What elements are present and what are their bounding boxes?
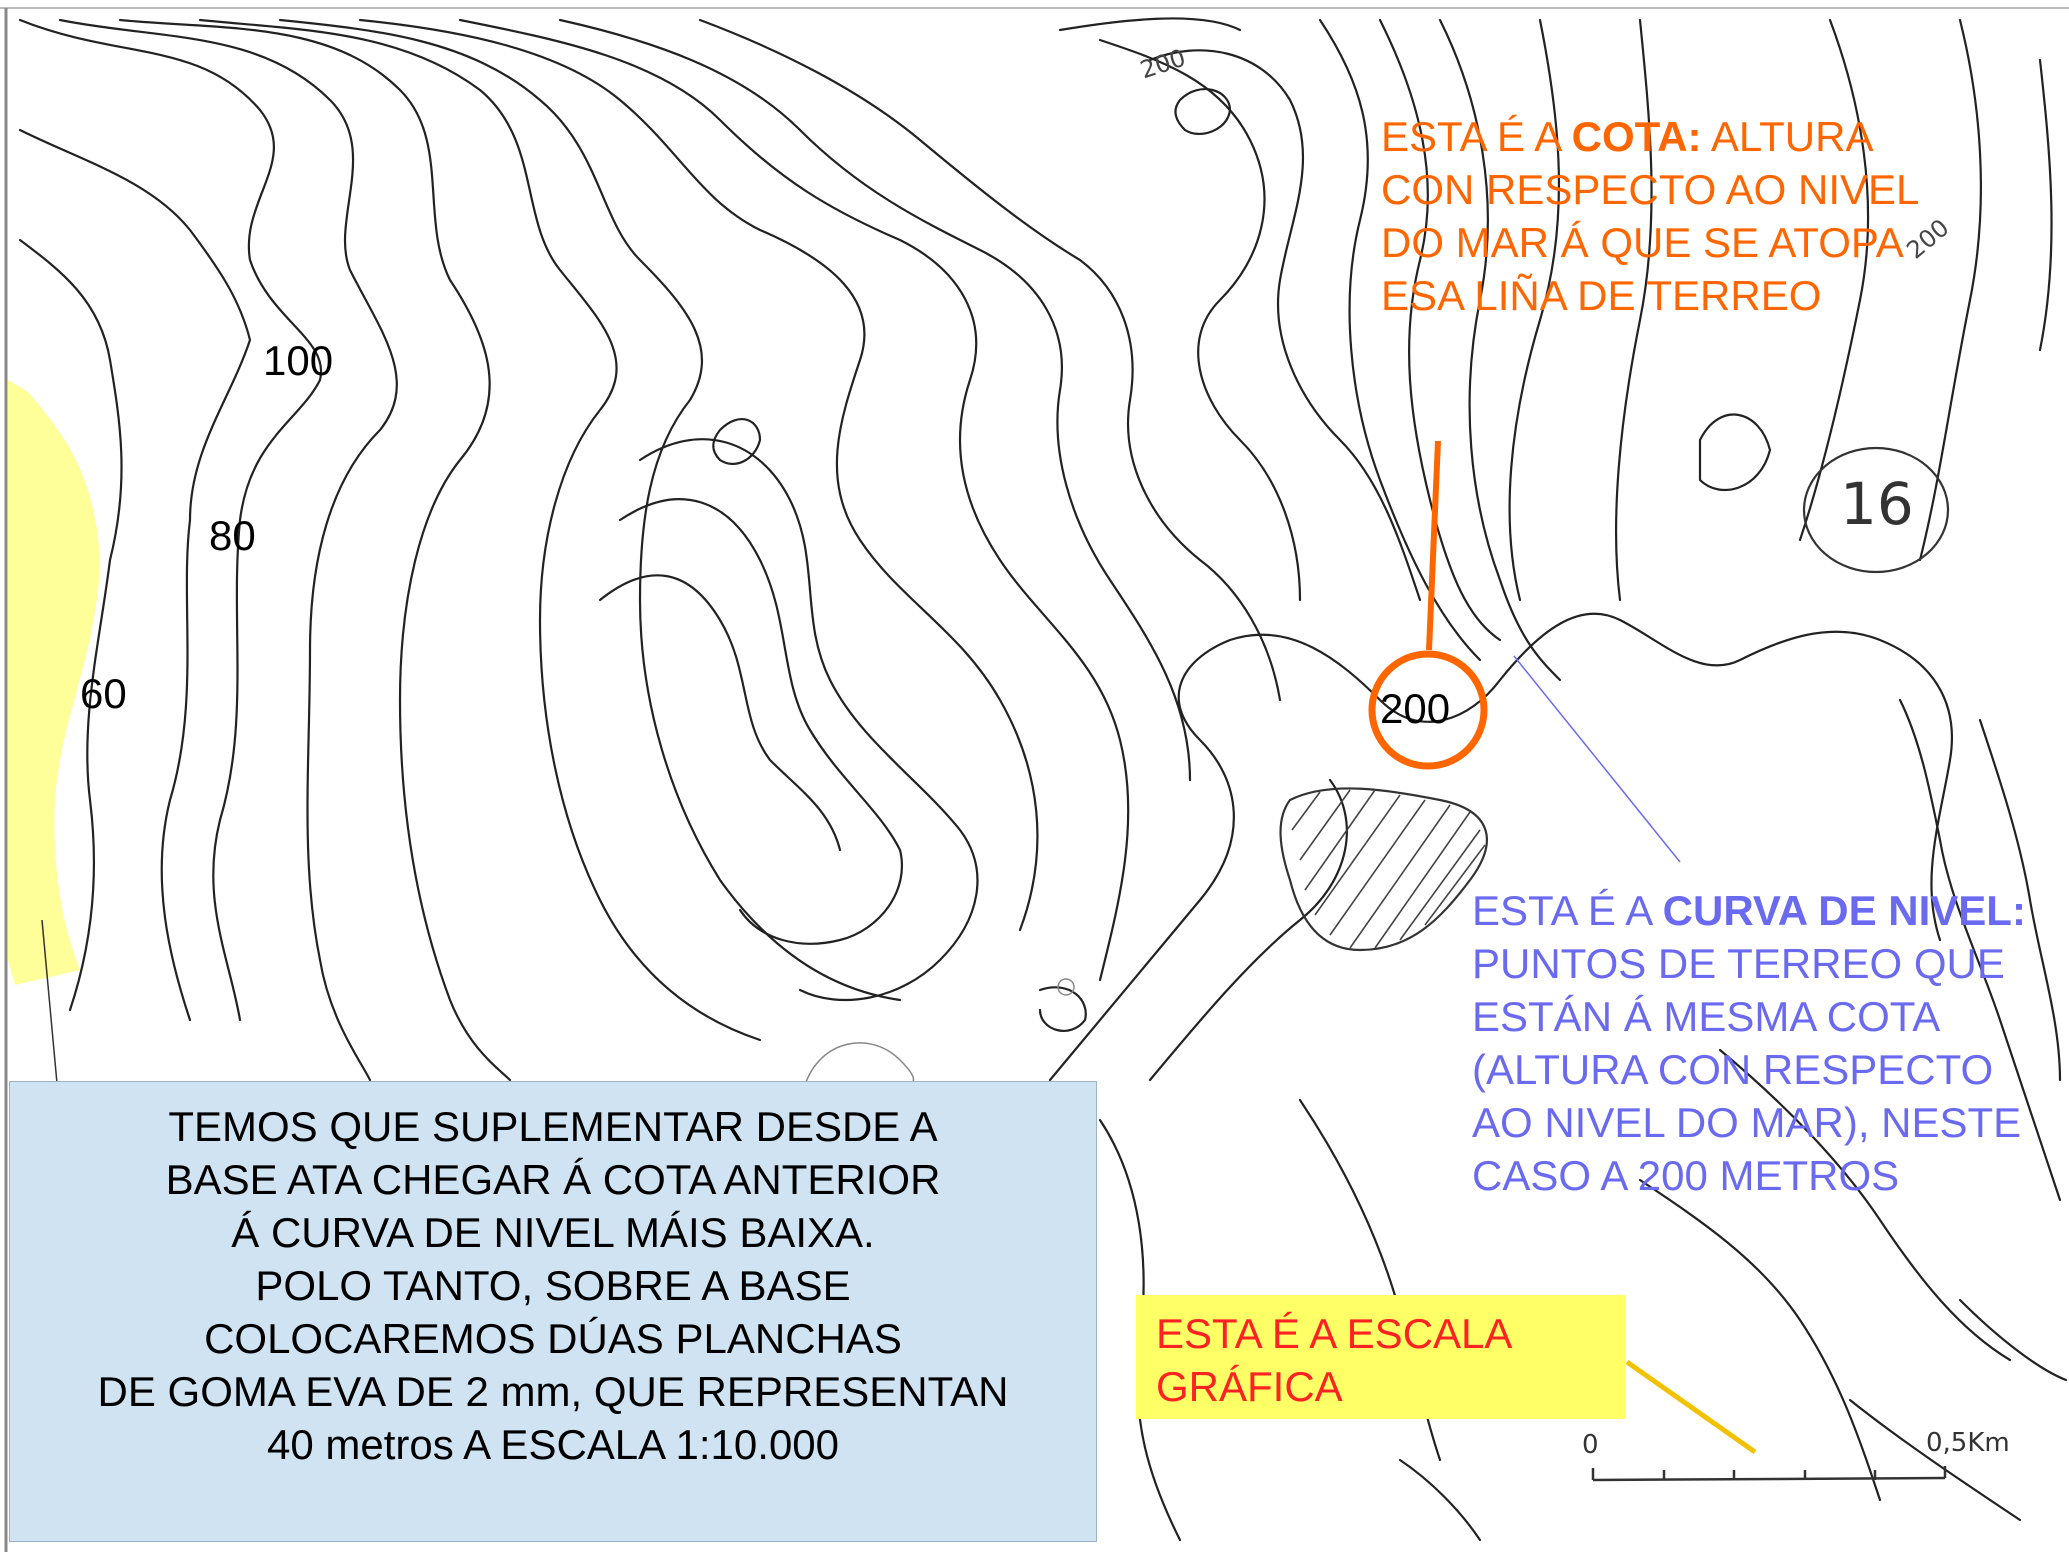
- curva-pointer-line: [1513, 655, 1681, 863]
- scale-pointer-line: [1625, 1359, 1757, 1455]
- cota-annotation-text: ALTURA CON RESPECTO AO NIVEL DO MAR Á QU…: [1381, 113, 1918, 319]
- sheet-number: 16: [1840, 470, 1914, 538]
- sheet-number-circle: [1802, 446, 1950, 574]
- scale-annotation-line2: GRÁFICA: [1156, 1363, 1343, 1410]
- scale-start-label: 0: [1582, 1430, 1599, 1460]
- graphic-scale-bar: [1591, 1466, 1947, 1482]
- contour-label-80: 80: [209, 512, 256, 559]
- scale-annotation-line1: ESTA É A ESCALA: [1156, 1310, 1513, 1357]
- info-line: TEMOS QUE SUPLEMENTAR DESDE A: [168, 1103, 938, 1150]
- info-box: TEMOS QUE SUPLEMENTAR DESDE A BASE ATA C…: [9, 1081, 1097, 1542]
- curva-annotation-bold: CURVA DE NIVEL:: [1662, 887, 2026, 934]
- base-area-fill: [8, 380, 100, 985]
- cota-annotation-bold: COTA:: [1571, 113, 1702, 160]
- cota-annotation: ESTA É A COTA: ALTURA CON RESPECTO AO NI…: [1381, 110, 1941, 322]
- info-line: COLOCAREMOS DÚAS PLANCHAS: [204, 1315, 902, 1362]
- cota-annotation-prefix: ESTA É A: [1381, 113, 1572, 160]
- curva-annotation-prefix: ESTA É A: [1472, 887, 1663, 934]
- contour-label-60: 60: [80, 670, 127, 717]
- scale-end-label: 0,5Km: [1926, 1428, 2010, 1458]
- curva-annotation-text: PUNTOS DE TERREO QUE ESTÁN Á MESMA COTA …: [1472, 940, 2022, 1199]
- curva-annotation: ESTA É A CURVA DE NIVEL: PUNTOS DE TERRE…: [1472, 884, 2032, 1202]
- info-line: BASE ATA CHEGAR Á COTA ANTERIOR: [165, 1156, 941, 1203]
- cota-highlight-circle: [1368, 650, 1488, 770]
- contour-label-100: 100: [263, 337, 334, 384]
- scale-annotation: ESTA É A ESCALA GRÁFICA: [1136, 1295, 1625, 1419]
- info-line: 40 metros A ESCALA 1:10.000: [266, 1421, 840, 1468]
- contour-label-200: 200: [1380, 685, 1451, 732]
- info-line: DE GOMA EVA DE 2 mm, QUE REPRESENTAN: [97, 1368, 1009, 1415]
- info-line: Á CURVA DE NIVEL MÁIS BAIXA.: [231, 1209, 875, 1256]
- info-line: POLO TANTO, SOBRE A BASE: [255, 1262, 851, 1309]
- contour-lines: [18, 17, 2068, 1542]
- cota-pointer-line: [1426, 440, 1441, 651]
- hatched-area: [1279, 787, 1488, 952]
